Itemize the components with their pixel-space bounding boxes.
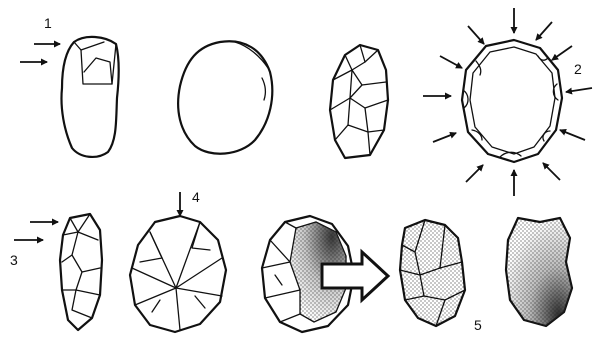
step-label-3: 3 <box>10 252 18 268</box>
detached-flake-dorsal <box>400 220 465 326</box>
step-label-4: 4 <box>192 189 200 205</box>
pebble-first-removal <box>61 37 118 157</box>
strike-arrows-core-profile <box>14 222 58 240</box>
prepared-core-radial-scars <box>130 216 226 332</box>
step-label-2: 2 <box>574 61 582 77</box>
step-label-5: 5 <box>474 317 482 333</box>
strike-arrows-pebble <box>20 44 60 62</box>
detached-flake-ventral <box>506 218 572 326</box>
oval-blank <box>178 41 272 153</box>
partially-worked-core <box>330 45 388 158</box>
step-label-1: 1 <box>44 15 52 31</box>
core-plan-view <box>462 40 562 162</box>
core-profile-view <box>60 214 102 330</box>
